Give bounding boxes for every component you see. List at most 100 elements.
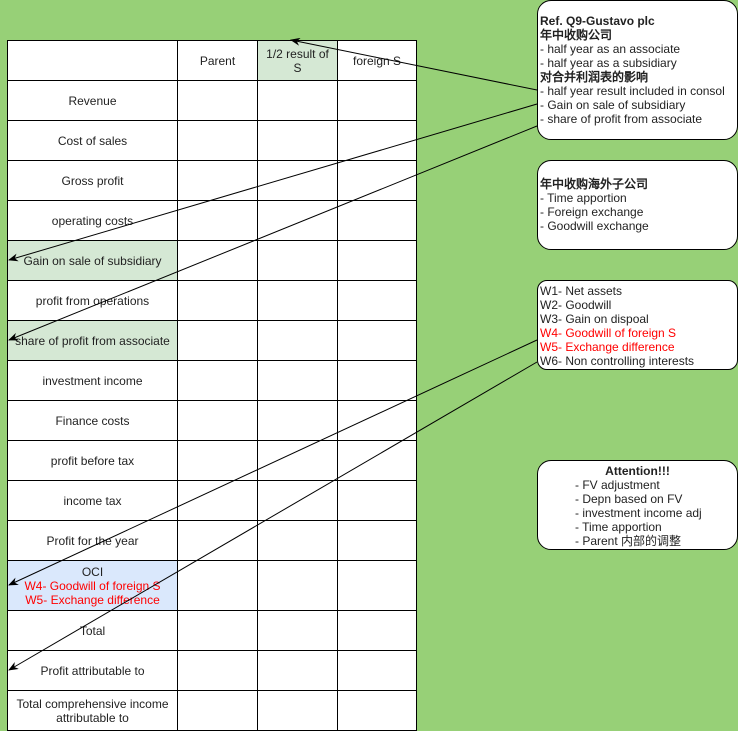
value-cell	[257, 360, 338, 401]
row-label: profit from operations	[35, 293, 150, 308]
working-item: W3- Gain on dispoal	[540, 312, 649, 326]
note-foreign-heading: 年中收购海外子公司	[540, 177, 649, 191]
value-cell	[177, 480, 258, 521]
value-cell	[257, 650, 338, 691]
row-label-cell: profit from operations	[7, 280, 178, 321]
row-label-cell: Finance costs	[7, 400, 178, 441]
value-cell	[337, 280, 417, 321]
row-label: investment income	[42, 373, 143, 388]
value-cell	[257, 440, 338, 481]
value-cell	[257, 400, 338, 441]
row-label-cell: investment income	[7, 360, 178, 401]
working-item: W1- Net assets	[540, 284, 623, 298]
value-cell	[337, 400, 417, 441]
row-label: Finance costs	[55, 413, 130, 428]
note-attention-item: - Time apportion	[575, 520, 662, 534]
value-cell	[337, 200, 417, 241]
note-ref-heading1: 年中收购公司	[540, 28, 613, 42]
header-parent: Parent	[177, 40, 258, 81]
value-cell	[177, 650, 258, 691]
header-label-cell	[7, 40, 178, 81]
note-attention: Attention!!! - FV adjustment - Depn base…	[537, 460, 738, 550]
value-cell	[177, 160, 258, 201]
row-label-cell: Gross profit	[7, 160, 178, 201]
value-cell	[177, 560, 258, 611]
note-attention-item: - Parent 内部的调整	[575, 534, 682, 548]
oci-sub-item: W4- Goodwill of foreign S	[24, 578, 161, 593]
row-label: income tax	[63, 493, 122, 508]
value-cell	[337, 440, 417, 481]
value-cell	[177, 690, 258, 731]
row-label: Revenue	[68, 93, 117, 108]
note-ref-heading2: 对合并利润表的影响	[540, 70, 649, 84]
value-cell	[337, 650, 417, 691]
value-cell	[257, 240, 338, 281]
row-label-cell: Revenue	[7, 80, 178, 121]
note-foreign-item: - Goodwill exchange	[540, 219, 649, 233]
row-label-cell: share of profit from associate	[7, 320, 178, 361]
row-label-cell: income tax	[7, 480, 178, 521]
note-ref-gustavo: Ref. Q9-Gustavo plc 年中收购公司 - half year a…	[537, 0, 738, 140]
row-label: Total	[79, 623, 106, 638]
value-cell	[177, 80, 258, 121]
row-label-cell: profit before tax	[7, 440, 178, 481]
note-foreign-item: - Foreign exchange	[540, 205, 644, 219]
value-cell	[337, 560, 417, 611]
value-cell	[257, 690, 338, 731]
value-cell	[337, 360, 417, 401]
value-cell	[337, 240, 417, 281]
value-cell	[177, 120, 258, 161]
header-foreign-s: foreign S	[337, 40, 417, 81]
row-label-cell: operating costs	[7, 200, 178, 241]
value-cell	[257, 610, 338, 651]
value-cell	[177, 400, 258, 441]
value-cell	[337, 690, 417, 731]
value-cell	[337, 80, 417, 121]
note-attention-item: - FV adjustment	[575, 478, 660, 492]
value-cell	[337, 480, 417, 521]
value-cell	[257, 560, 338, 611]
value-cell	[177, 200, 258, 241]
row-label: Cost of sales	[57, 133, 128, 148]
value-cell	[177, 520, 258, 561]
working-item: W4- Goodwill of foreign S	[540, 326, 677, 340]
note-foreign-item: - Time apportion	[540, 191, 627, 205]
working-item: W2- Goodwill	[540, 298, 612, 312]
value-cell	[257, 80, 338, 121]
note-ref-item: - Gain on sale of subsidiary	[540, 98, 686, 112]
note-foreign-subsidiary: 年中收购海外子公司 - Time apportion - Foreign exc…	[537, 160, 738, 250]
row-label: Gross profit	[61, 173, 124, 188]
row-label: Profit attributable to	[40, 663, 145, 678]
value-cell	[257, 200, 338, 241]
note-ref-item: - share of profit from associate	[540, 112, 703, 126]
row-label-cell: Profit attributable to	[7, 650, 178, 691]
row-label: Gain on sale of subsidiary	[23, 253, 162, 268]
row-label-cell: Gain on sale of subsidiary	[7, 240, 178, 281]
value-cell	[177, 320, 258, 361]
note-ref-item: - half year as a subsidiary	[540, 56, 677, 70]
value-cell	[177, 440, 258, 481]
header-half-result-of-s: 1/2 result of S	[257, 40, 338, 81]
working-item: W5- Exchange difference	[540, 340, 675, 354]
value-cell	[257, 280, 338, 321]
value-cell	[337, 520, 417, 561]
row-label: profit before tax	[50, 453, 135, 468]
row-label-cell: Total comprehensive income attributable …	[7, 690, 178, 731]
row-label-cell: Profit for the year	[7, 520, 178, 561]
note-ref-item: - half year as an associate	[540, 42, 681, 56]
row-label: operating costs	[51, 213, 134, 228]
value-cell	[177, 610, 258, 651]
value-cell	[257, 480, 338, 521]
value-cell	[337, 120, 417, 161]
value-cell	[257, 320, 338, 361]
value-cell	[177, 240, 258, 281]
value-cell	[177, 360, 258, 401]
row-label: Total comprehensive income attributable …	[16, 696, 169, 725]
income-statement-table: Parent 1/2 result of S foreign S Revenue…	[7, 40, 417, 731]
note-attention-title: Attention!!!	[605, 464, 670, 478]
note-attention-item: - investment income adj	[575, 506, 702, 520]
value-cell	[177, 280, 258, 321]
value-cell	[337, 610, 417, 651]
